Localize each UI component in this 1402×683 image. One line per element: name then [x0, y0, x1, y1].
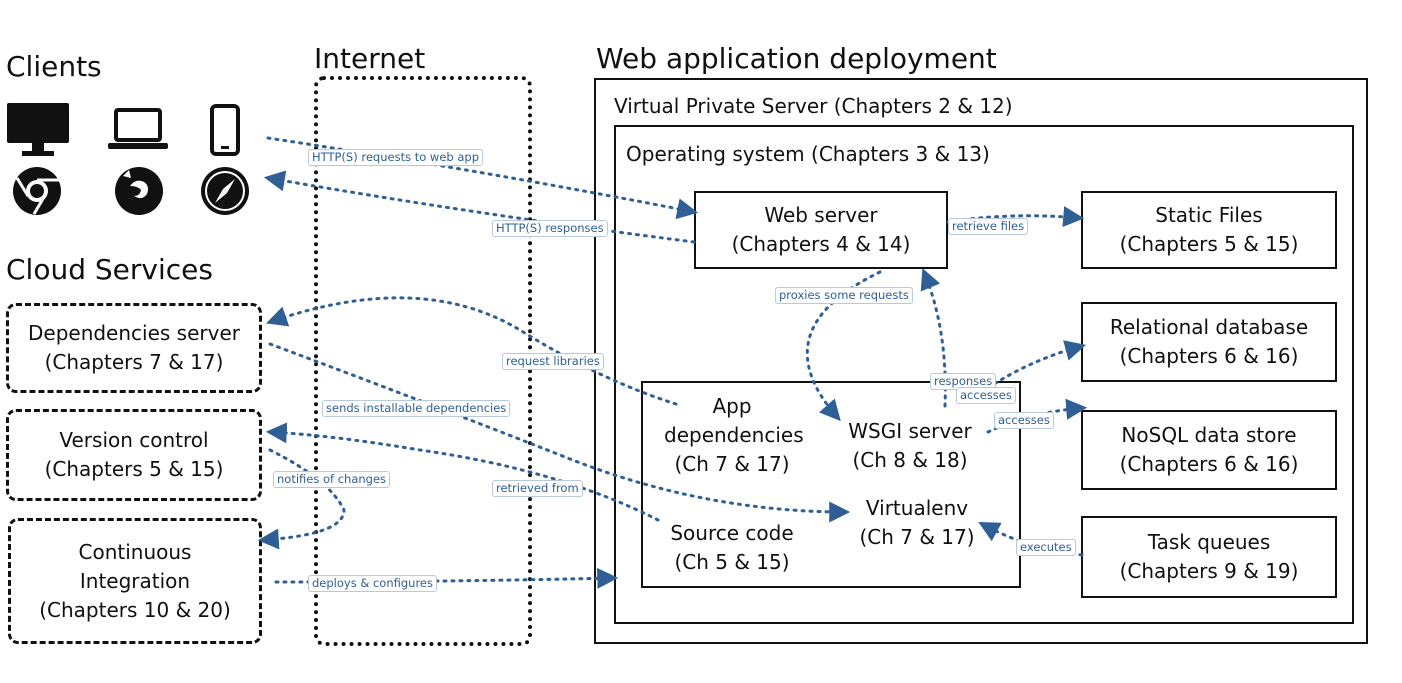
- retrieve-files-label: retrieve files: [948, 218, 1029, 235]
- app-dependencies-label: App dependencies (Ch 7 & 17): [664, 394, 804, 476]
- accesses-relational-arrow: [986, 340, 1087, 390]
- web-server-box: Web server (Chapters 4 & 14): [694, 191, 948, 269]
- task-queues-label: Task queues (Chapters 9 & 19): [1119, 530, 1299, 583]
- proxies-arrow: [805, 270, 882, 422]
- sends-dependencies-arrow: [268, 342, 851, 523]
- os-box: [614, 125, 1354, 624]
- safari-icon: [201, 167, 249, 215]
- executes-label: executes: [1016, 539, 1076, 556]
- request-libraries-arrow: [266, 296, 678, 406]
- relational-database-label: Relational database (Chapters 6 & 16): [1109, 315, 1309, 368]
- retrieved-from-arrow: [265, 422, 660, 522]
- version-control-box: Version control (Chapters 5 & 15): [6, 409, 262, 501]
- accesses-relational-label: accesses: [956, 387, 1016, 404]
- sends-dependencies-label: sends installable dependencies: [322, 400, 511, 417]
- http-responses-arrow: [263, 170, 696, 244]
- http-responses-label: HTTP(S) responses: [492, 220, 608, 237]
- desktop-icon: [7, 103, 69, 156]
- accesses-nosql-label: accesses: [994, 412, 1054, 429]
- proxies-label: proxies some requests: [775, 287, 913, 304]
- retrieved-from-label: retrieved from: [492, 480, 583, 497]
- http-requests-label: HTTP(S) requests to web app: [308, 149, 484, 166]
- request-libraries-label: request libraries: [502, 353, 604, 370]
- dependencies-server-label: Dependencies server (Chapters 7 & 17): [27, 321, 240, 374]
- application-box: [641, 381, 1021, 588]
- firefox-icon: [115, 167, 163, 215]
- relational-database-box: Relational database (Chapters 6 & 16): [1081, 302, 1337, 382]
- http-requests-arrow: [266, 136, 699, 220]
- deployment-heading: Web application deployment: [596, 42, 997, 75]
- continuous-integration-box: Continuous Integration (Chapters 10 & 20…: [8, 518, 262, 644]
- cloud-services-heading: Cloud Services: [6, 253, 213, 286]
- nosql-box: NoSQL data store (Chapters 6 & 16): [1081, 410, 1337, 490]
- notifies-label: notifies of changes: [273, 471, 391, 488]
- wsgi-server-label: WSGI server (Ch 8 & 18): [848, 419, 972, 472]
- chrome-icon: [13, 167, 61, 215]
- task-queues-box: Task queues (Chapters 9 & 19): [1081, 516, 1337, 598]
- clients-heading: Clients: [6, 50, 102, 83]
- static-files-label: Static Files (Chapters 5 & 15): [1119, 203, 1299, 256]
- version-control-label: Version control (Chapters 5 & 15): [44, 428, 224, 481]
- deploys-label: deploys & configures: [308, 575, 438, 592]
- phone-icon: [210, 104, 240, 156]
- virtualenv-label: Virtualenv (Ch 7 & 17): [859, 496, 975, 549]
- responses-label: responses: [930, 373, 997, 390]
- retrieve-files-arrow: [946, 206, 1085, 228]
- os-label: Operating system (Chapters 3 & 13): [626, 142, 990, 166]
- laptop-icon: [108, 108, 168, 149]
- internet-heading: Internet: [314, 42, 426, 75]
- nosql-label: NoSQL data store (Chapters 6 & 16): [1119, 423, 1299, 476]
- vps-label: Virtual Private Server (Chapters 2 & 12): [614, 94, 1013, 118]
- notifies-arrow: [257, 448, 346, 550]
- source-code-label: Source code (Ch 5 & 15): [670, 521, 794, 574]
- dependencies-server-box: Dependencies server (Chapters 7 & 17): [6, 303, 262, 393]
- continuous-integration-label: Continuous Integration (Chapters 10 & 20…: [39, 539, 231, 622]
- static-files-box: Static Files (Chapters 5 & 15): [1081, 191, 1337, 269]
- web-server-label: Web server (Chapters 4 & 14): [731, 203, 911, 256]
